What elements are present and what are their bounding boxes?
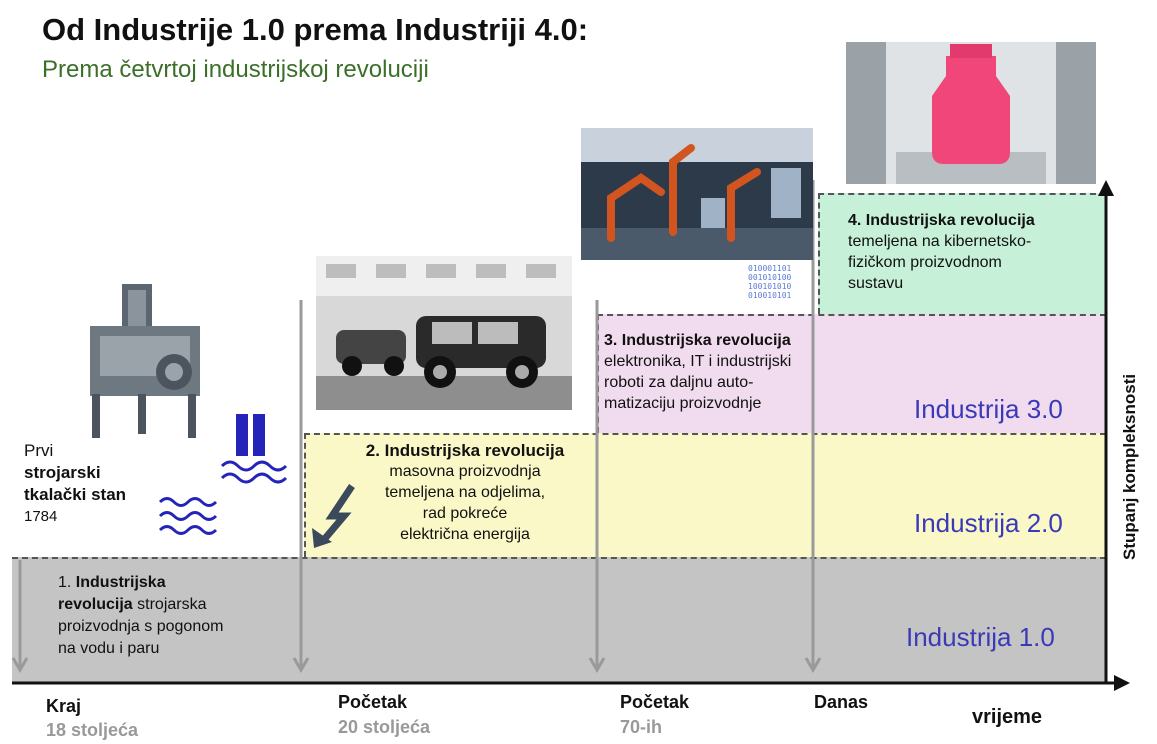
robot-factory-photo <box>581 128 813 260</box>
timeline-sub-2: 20 stoljeća <box>338 717 431 737</box>
industry-3-label: Industrija 3.0 <box>914 394 1063 424</box>
band-industry-2 <box>304 433 1106 557</box>
band-industry-1 <box>12 557 1106 683</box>
industry-1-label: Industrija 1.0 <box>906 622 1055 652</box>
timeline-label-3: Početak <box>620 692 690 712</box>
revolution-4-text: 4. Industrijska revolucija temeljena na … <box>848 212 1035 292</box>
first-loom-line2: strojarski <box>24 463 101 482</box>
band-industry-4 <box>818 193 1106 314</box>
revolution-3-text: 3. Industrijska revolucija elektronika, … <box>604 332 792 412</box>
x-axis-arrow-icon <box>1114 675 1130 691</box>
first-loom-line3: tkalački stan <box>24 485 127 504</box>
binary-code-text: 010001101 001010100 100101010 010010101 <box>748 264 792 300</box>
y-axis-label: Stupanj kompleksnosti <box>1120 373 1139 560</box>
industry-2-label: Industrija 2.0 <box>914 508 1063 538</box>
x-axis-label: vrijeme <box>972 706 1043 728</box>
loom-image <box>78 276 214 442</box>
timeline-sub-1: 18 stoljeća <box>46 720 139 740</box>
band-industry-3 <box>597 314 1106 433</box>
page-subtitle: Prema četvrtoj industrijskoj revoluciji <box>42 56 429 83</box>
first-loom-year: 1784 <box>24 508 58 525</box>
timeline-label-2: Početak <box>338 692 408 712</box>
revolution-1-text: 1. Industrijska revolucija strojarska pr… <box>58 574 224 657</box>
revolution-3-heading: 3. Industrijska revolucija <box>604 332 791 349</box>
timeline-sub-3: 70-ih <box>620 717 663 737</box>
first-loom-label: Prvi strojarski tkalački stan 1784 <box>24 440 126 528</box>
assembly-line-photo <box>316 256 572 410</box>
timeline-label-4: Danas <box>814 692 869 712</box>
y-axis-arrow-icon <box>1098 180 1114 196</box>
revolution-2-heading: 2. Industrijska revolucija <box>365 441 565 460</box>
time-markers <box>11 180 822 673</box>
electricity-lightning-icon <box>312 484 355 548</box>
revolution-2-text: 2. Industrijska revolucija masovna proiz… <box>340 440 590 545</box>
page-title: Od Industrije 1.0 prema Industriji 4.0: <box>42 12 589 47</box>
cyber-physical-photo <box>846 42 1096 184</box>
timeline-label-1: Kraj <box>46 696 82 716</box>
steam-waves-icon <box>158 497 218 535</box>
water-power-icon <box>220 414 288 484</box>
first-loom-line1: Prvi <box>24 441 54 460</box>
revolution-4-heading: 4. Industrijska revolucija <box>848 212 1035 229</box>
